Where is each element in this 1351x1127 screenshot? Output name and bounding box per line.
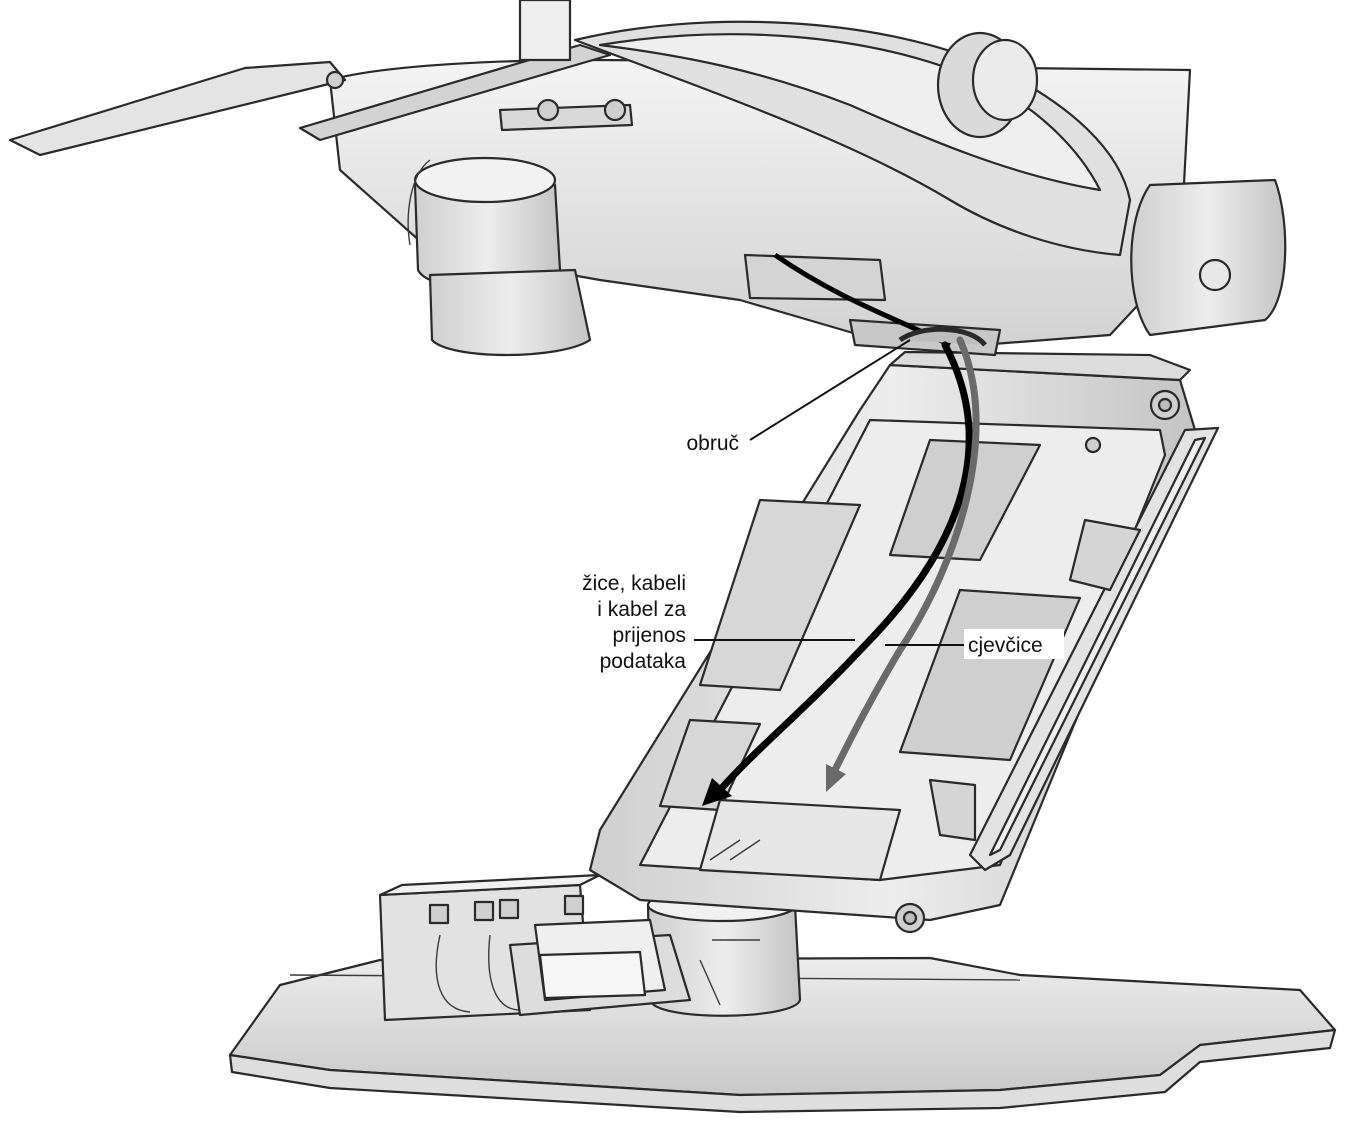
label-tubing: cjevčice (968, 634, 1043, 657)
label-wires-line2: i kabel za (597, 598, 686, 621)
seat-underside (8, 0, 1287, 357)
label-wires-line1: žice, kabeli (582, 572, 686, 595)
label-clamp: obruč (686, 432, 739, 455)
label-wires-line3: prijenos (612, 624, 686, 647)
label-wires-line4: podataka (600, 650, 687, 673)
leader-lines (694, 339, 965, 646)
callouts: obruč žice, kabeli i kabel za prijenos p… (582, 432, 1064, 673)
cable-routing (702, 252, 987, 806)
wire-arrow (716, 341, 973, 794)
side-cover (928, 426, 1220, 872)
tubing-arrow (831, 336, 980, 774)
tubing-arrowhead (826, 764, 846, 792)
label-tubing-bg (964, 629, 1064, 659)
valve-block (508, 887, 802, 1017)
wire-arrowhead (702, 778, 732, 806)
clamp-leader (749, 339, 911, 441)
